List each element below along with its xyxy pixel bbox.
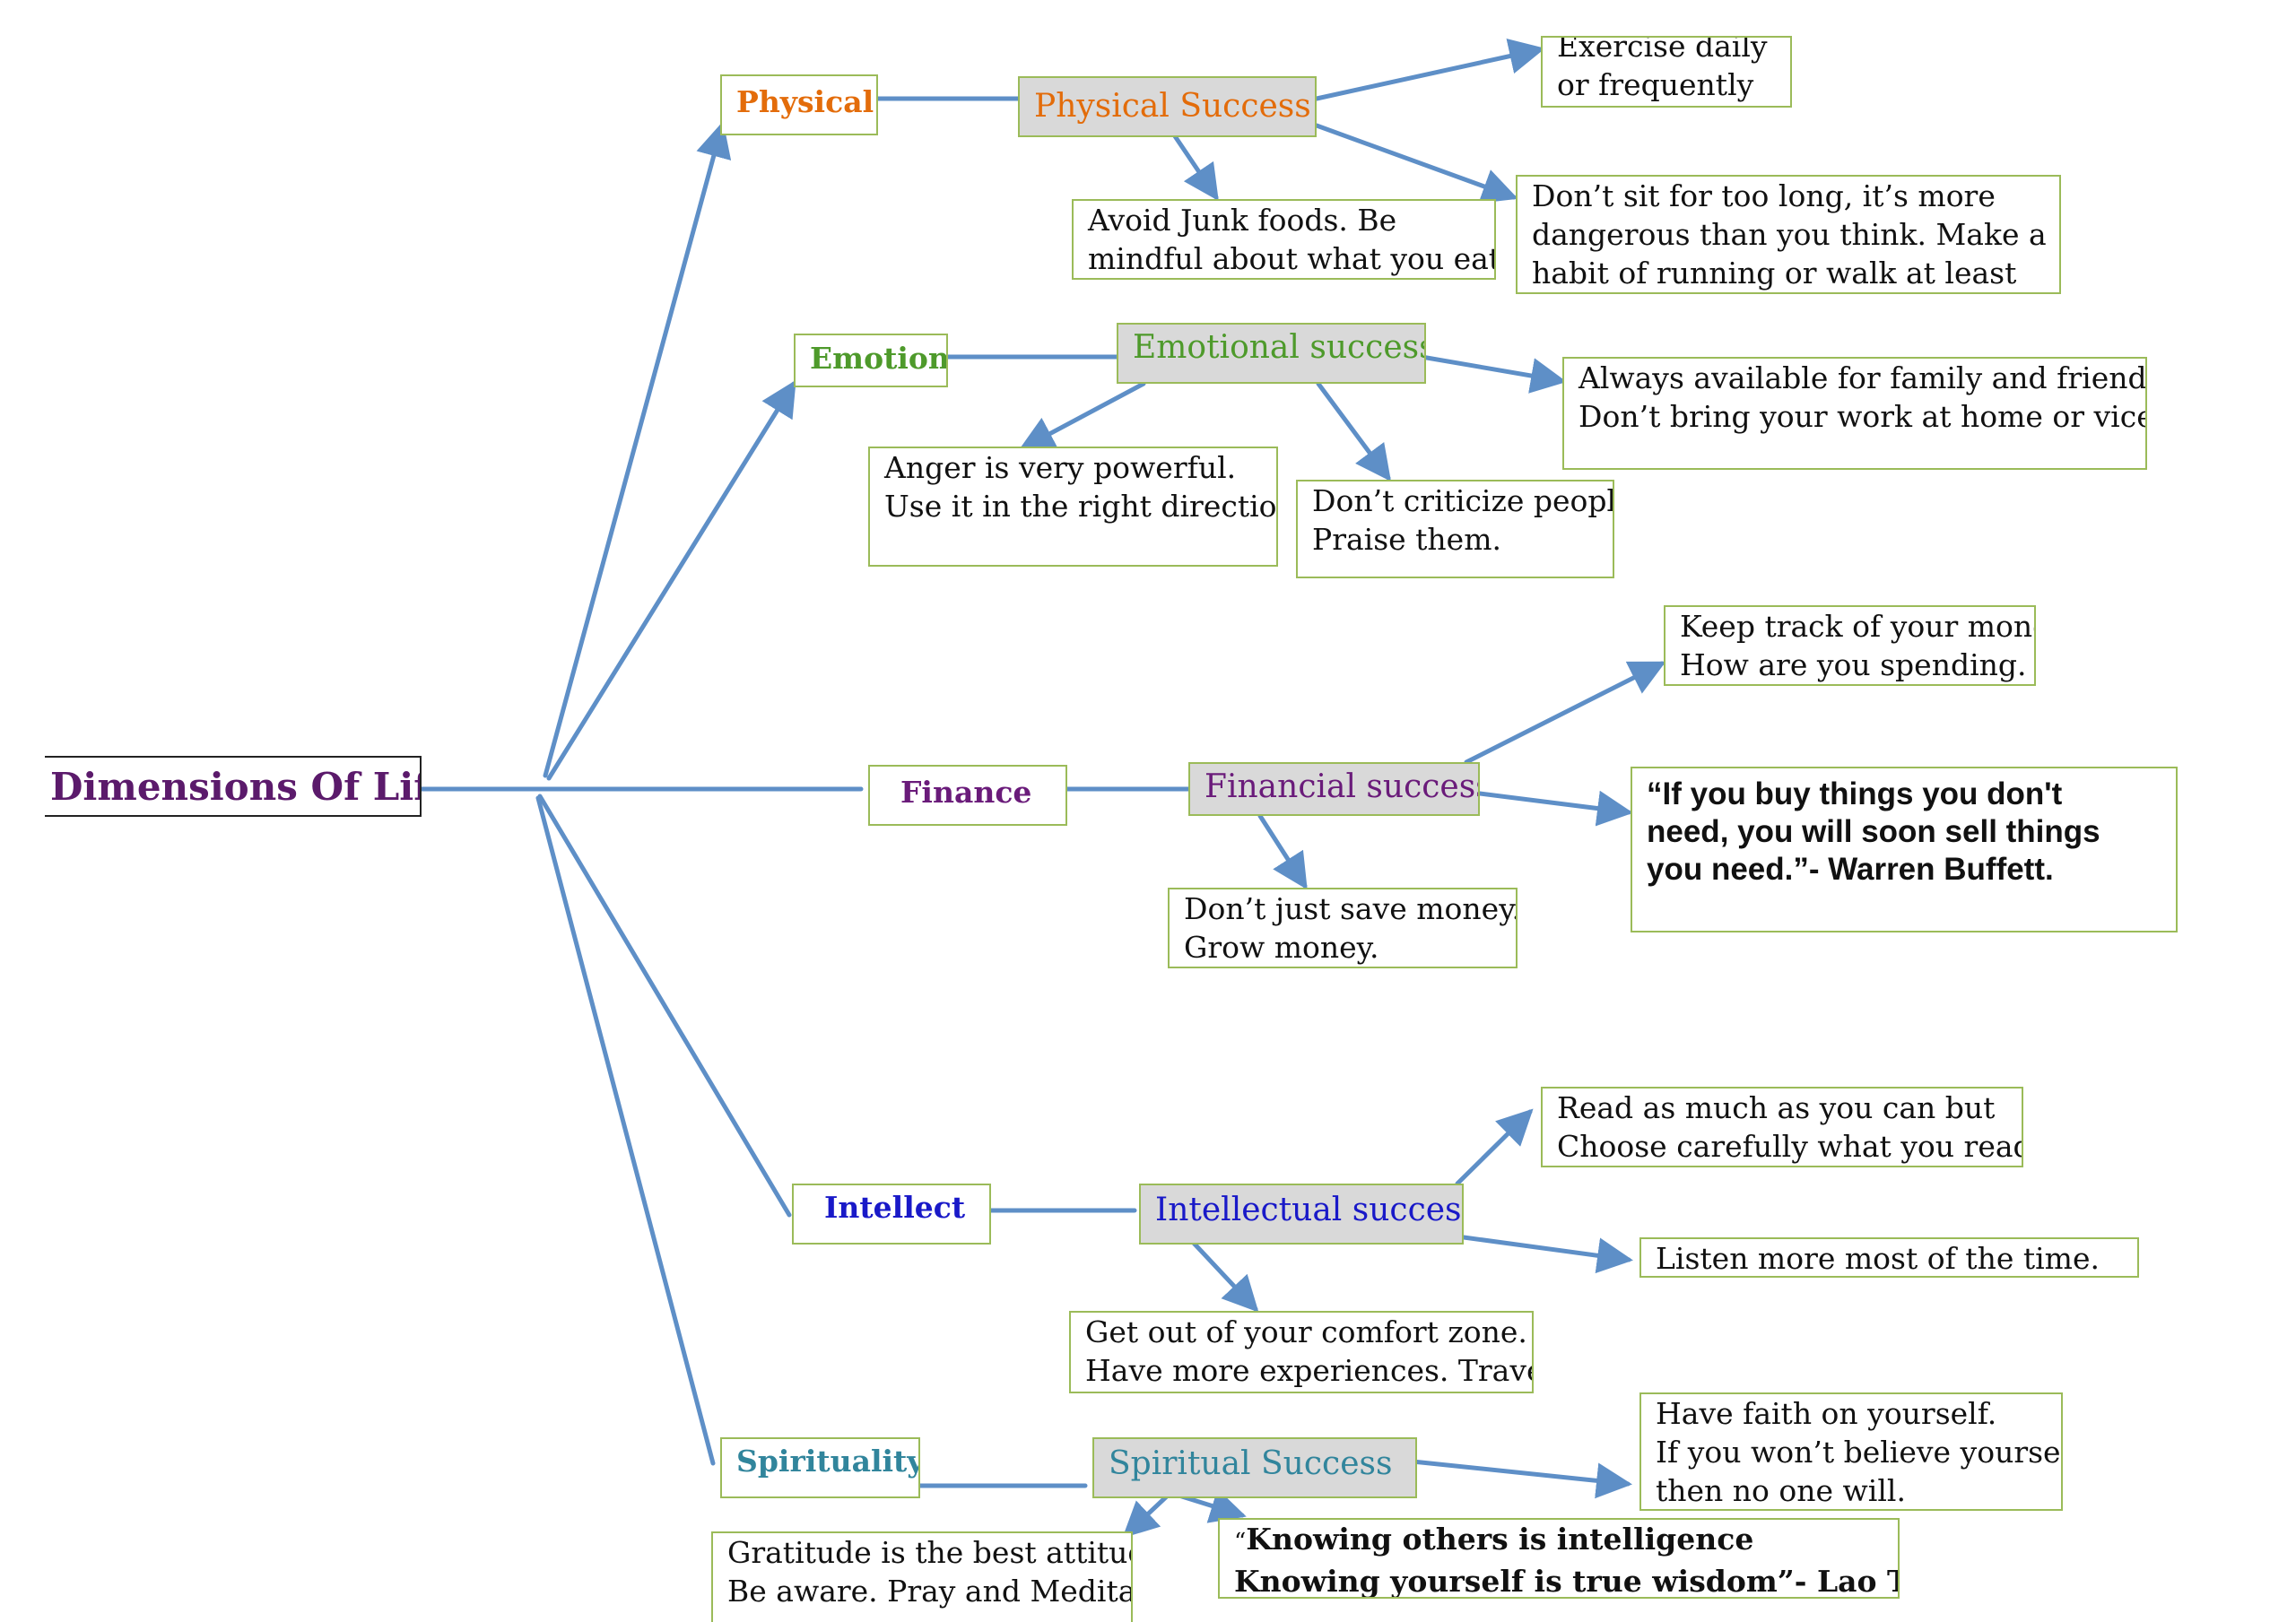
tip-line: Don’t sit for too long, it’s more [1532,178,1996,213]
finance-tip-grow: Don’t just save money. Grow money. [1168,888,1518,968]
dimension-emotion: Emotion [794,334,948,387]
quote-mark: “ [1234,1529,1247,1556]
spirit-tip-gratitude: Gratitude is the best attitude. Be aware… [711,1531,1133,1622]
tip-line: Use it in the right direction. [884,489,1278,524]
intellectual-success-node: Intellectual success [1139,1184,1464,1245]
arrow-physical-food [1165,123,1219,202]
arrow-physical-sitting [1314,123,1518,204]
tip-line: Be aware. Pray and Meditate [727,1574,1133,1609]
tip-line: Always available for family and friends. [1578,360,2147,395]
arrow-to-physical [543,121,732,778]
tip-line: then no one will. [1656,1473,1906,1508]
arrow-finance-quote [1477,790,1633,827]
spirit-quote-lao-tzu: “Knowing others is intelligence Knowing … [1218,1518,1900,1599]
finance-quote-buffett: “If you buy things you don't need, you w… [1631,767,2178,932]
physical-success-node: Physical Success [1018,76,1317,137]
emotion-tip-anger: Anger is very powerful. Use it in the ri… [868,447,1278,567]
physical-tip-food: Avoid Junk foods. Be mindful about what … [1072,199,1496,280]
arrow-physical-exercise [1314,38,1545,101]
tip-line: If you won’t believe yourself [1656,1435,2063,1470]
dimension-intellect: Intellect [792,1184,991,1245]
arrow-spirit-faith [1410,1459,1632,1499]
tip-line: Listen more most of the time. [1656,1241,2100,1276]
dimension-finance: Finance [868,765,1067,826]
intellect-tip-listen: Listen more most of the time. [1639,1237,2139,1278]
tip-line: Read as much as you can but [1557,1090,1996,1125]
tip-line: Grow money. [1184,930,1379,965]
quote-line: “If you buy things you don't [1647,776,2063,811]
emotional-success-node: Emotional success [1117,323,1426,384]
tip-line: Anger is very powerful. [884,450,1237,485]
tip-line: mindful about what you eat [1088,241,1496,276]
tip-line: Don’t bring your work at home or vice ve… [1578,399,2145,434]
tip-line: habit of running or walk at least [1532,256,2017,291]
arrow-intellect-read [1455,1108,1534,1186]
finance-tip-track: Keep track of your money. How are you sp… [1664,605,2036,686]
tip-line: Get out of your comfort zone. [1085,1314,1527,1349]
dimension-spirituality: Spirituality [720,1437,920,1498]
tip-line: How are you spending. [1680,647,2027,682]
tip-line: Avoid Junk foods. Be [1088,203,1397,238]
tip-line: Keep track of your money. [1680,609,2036,644]
tip-line: Gratitude is the best attitude. [727,1535,1133,1570]
quote-line: Knowing yourself is true wisdom”- Lao Tz… [1234,1564,1900,1599]
arrow-intellect-comfort [1186,1235,1259,1313]
intellect-tip-comfort: Get out of your comfort zone. Have more … [1069,1311,1534,1393]
tip-line: Choose carefully what you read. [1557,1129,2023,1164]
tip-line: Don’t criticize people. [1312,483,1614,518]
line-to-intellect [537,794,792,1218]
dimension-physical: Physical [720,74,878,135]
intellect-tip-read: Read as much as you can but Choose caref… [1541,1087,2023,1167]
physical-tip-exercise: Exercise daily or frequently [1541,36,1792,108]
quote-line: you need.”- Warren Buffett. [1647,852,2054,887]
quote-line-text: Knowing others is intelligence [1246,1522,1754,1557]
tip-line: Have faith on yourself. [1656,1396,1997,1431]
arrow-finance-grow [1257,813,1308,890]
quote-line: “Knowing others is intelligence [1234,1520,1883,1562]
emotion-tip-criticize: Don’t criticize people. Praise them. [1296,480,1614,578]
spirit-tip-faith: Have faith on yourself. If you won’t bel… [1639,1392,2063,1511]
financial-success-node: Financial success [1188,762,1480,816]
tip-line: or frequently [1557,67,1754,102]
tip-line: Have more experiences. Travel. [1085,1353,1534,1388]
spiritual-success-node: Spiritual Success [1092,1437,1417,1498]
physical-tip-sitting: Don’t sit for too long, it’s more danger… [1516,175,2061,294]
emotion-tip-family: Always available for family and friends.… [1562,357,2147,470]
line-to-spirituality [535,795,716,1466]
tip-line: Don’t just save money. [1184,891,1518,926]
root-node: Dimensions Of Life [45,756,422,817]
tip-line: Exercise daily [1557,36,1768,64]
quote-line: need, you will soon sell things [1647,814,2100,849]
arrow-emotion-anger [1018,381,1146,451]
arrow-finance-track [1464,661,1666,765]
tip-line: Praise them. [1312,522,1501,557]
tip-line: dangerous than you think. Make a [1532,217,2047,252]
arrow-intellect-listen [1461,1235,1633,1274]
arrow-spirit-gratitude [1122,1490,1173,1539]
arrow-emotion-criticize [1316,381,1391,482]
arrow-emotion-family [1419,354,1567,394]
arrow-to-emotion [546,379,796,781]
